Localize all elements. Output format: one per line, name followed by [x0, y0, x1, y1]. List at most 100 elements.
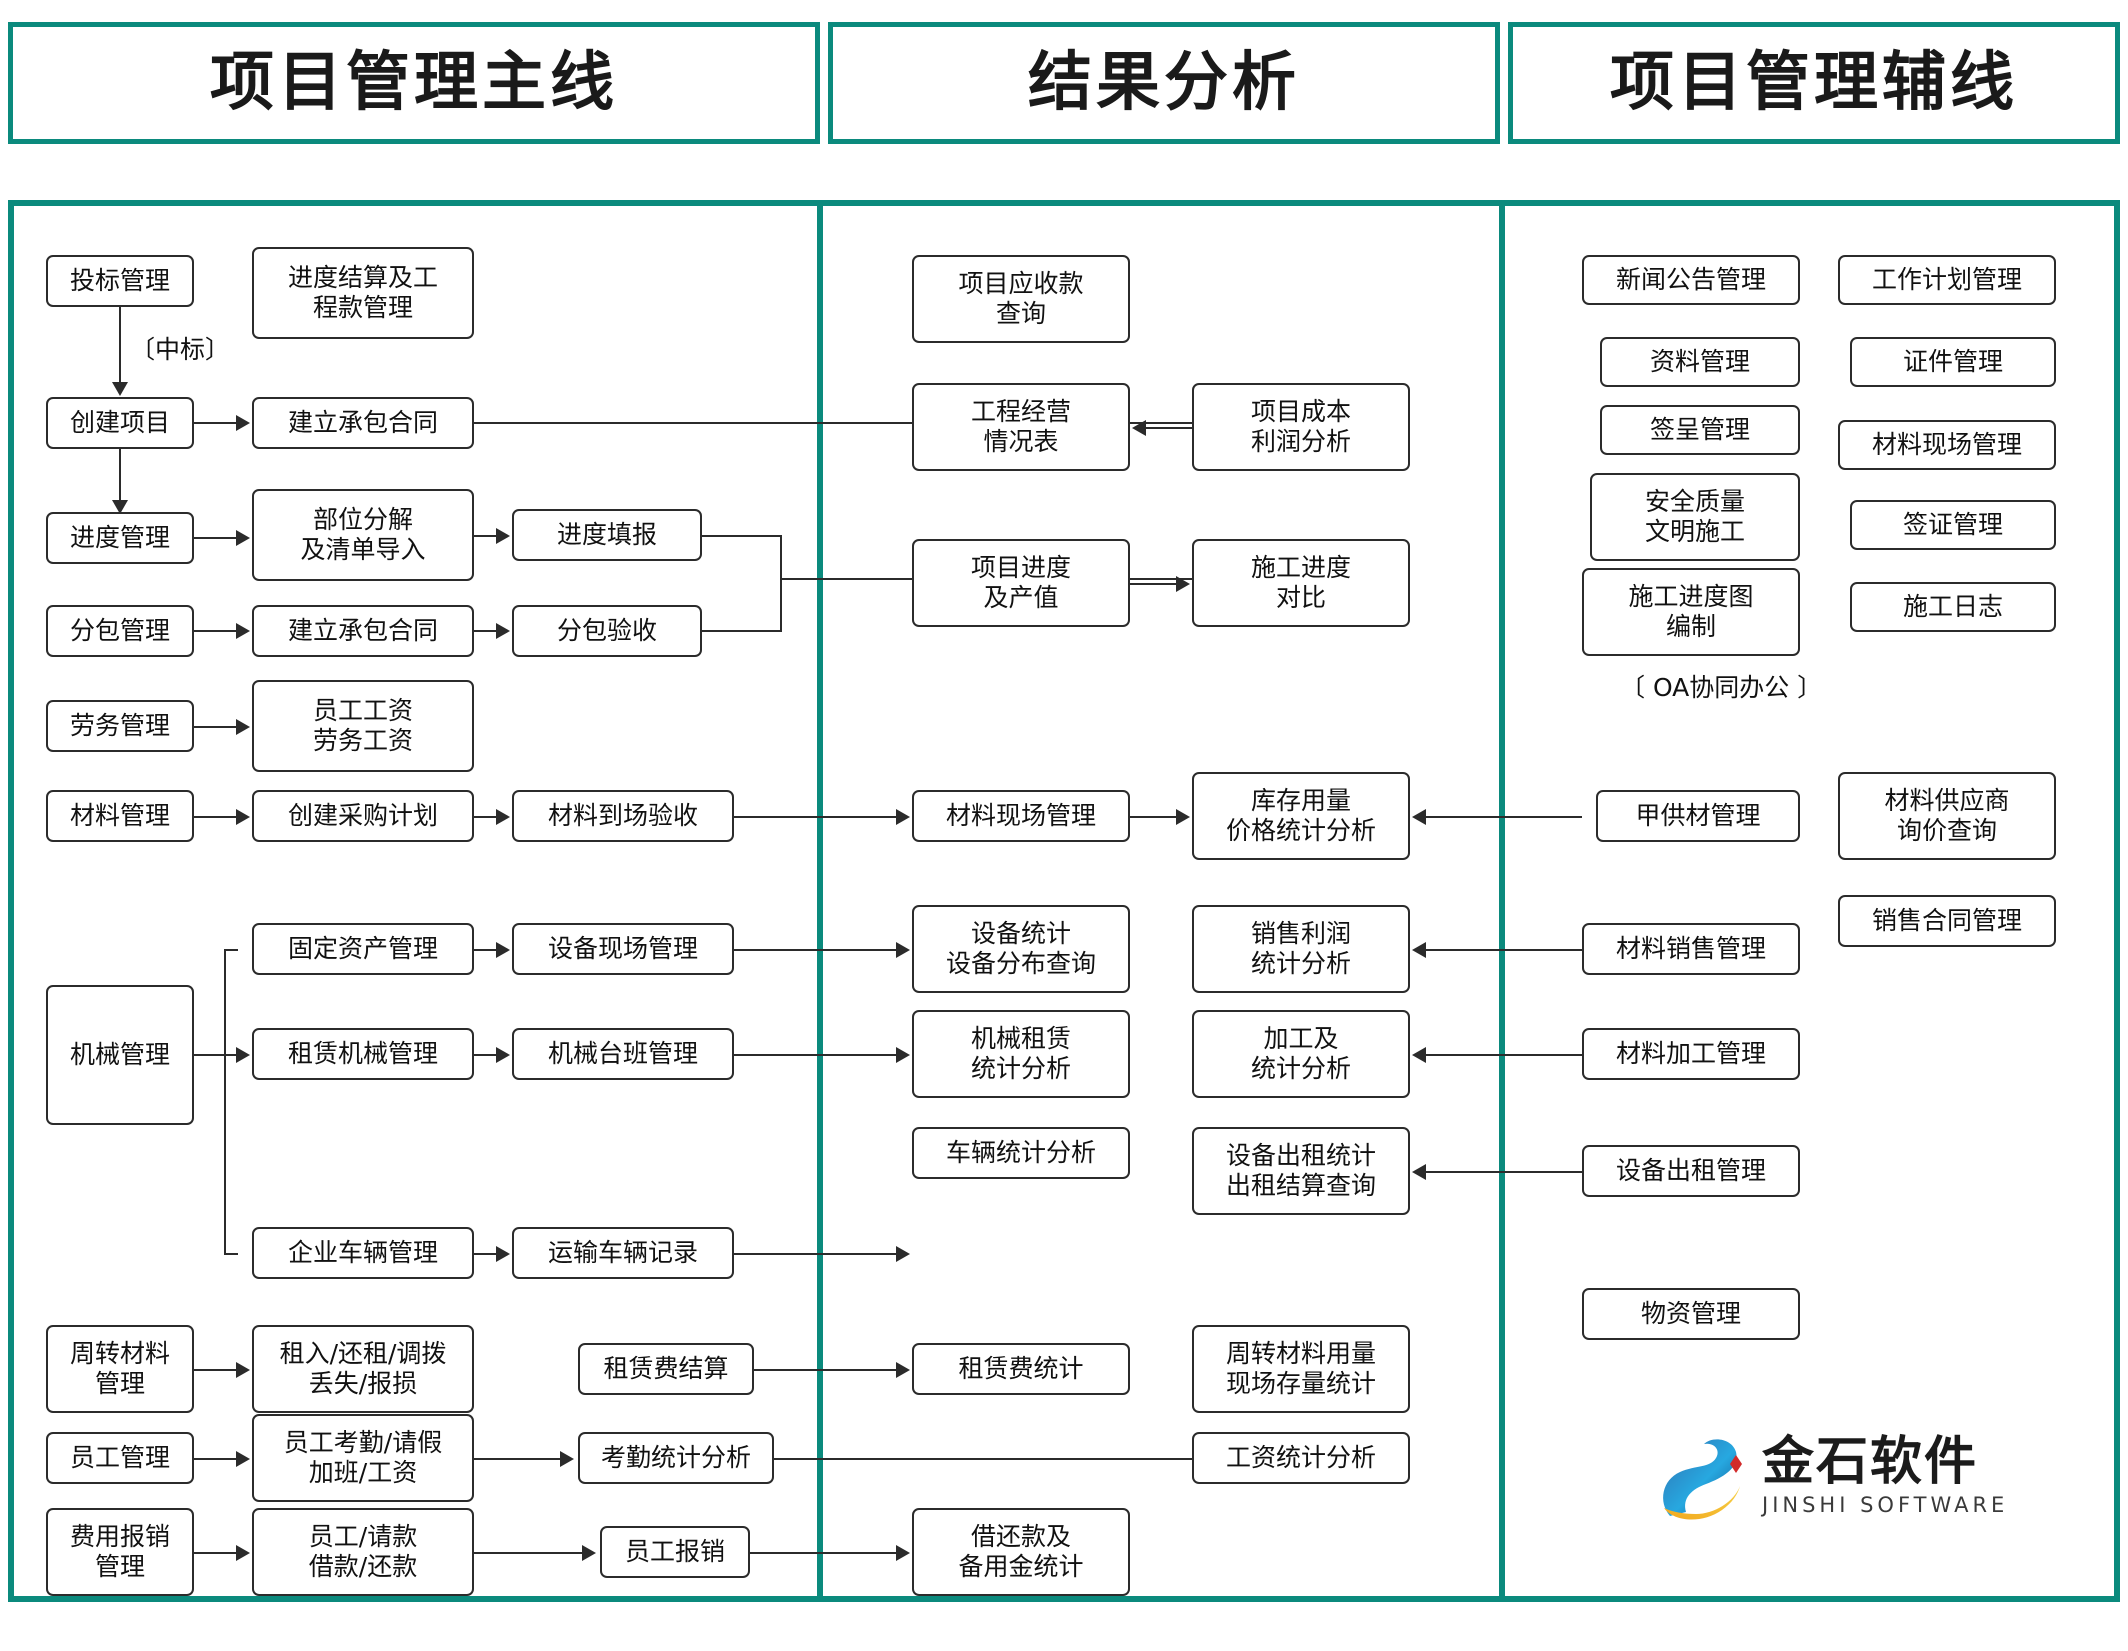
node-machinery-management[interactable]: 机械管理 [46, 985, 194, 1125]
connector-machinery-to-rental [224, 1054, 238, 1056]
connector-acceptance-stub [702, 630, 782, 632]
arrow-labor-to-wage [236, 719, 250, 735]
node-project-cost-profit-analysis[interactable]: 项目成本 利润分析 [1192, 383, 1410, 471]
node-material-arrival-check[interactable]: 材料到场验收 [512, 790, 734, 842]
node-establish-contract-2[interactable]: 建立承包合同 [252, 605, 474, 657]
arrow-turnover-to-rent [236, 1362, 250, 1378]
node-machine-shift-management[interactable]: 机械台班管理 [512, 1028, 734, 1080]
node-processing-statistics-analysis[interactable]: 加工及 统计分析 [1192, 1010, 1410, 1098]
connector-labor-to-wage [194, 726, 238, 728]
node-establish-contract-1[interactable]: 建立承包合同 [252, 397, 474, 449]
node-loan-repay-petty-cash-stats[interactable]: 借还款及 备用金统计 [912, 1508, 1130, 1596]
panel-right-edge [2114, 200, 2120, 1602]
node-equipment-rental-settlement-query[interactable]: 设备出租统计 出租结算查询 [1192, 1127, 1410, 1215]
node-label: 创建项目 [69, 408, 170, 438]
node-progress-report[interactable]: 进度填报 [512, 509, 702, 561]
connector-attendancestats-to-wagestats [774, 1458, 1194, 1460]
node-sales-profit-analysis[interactable]: 销售利润 统计分析 [1192, 905, 1410, 993]
node-label: 材料现场管理 [945, 801, 1096, 831]
node-create-project[interactable]: 创建项目 [46, 397, 194, 449]
panel-left-edge [8, 200, 14, 1602]
node-label: 材料到场验收 [547, 801, 698, 831]
node-turnover-material-management[interactable]: 周转材料 管理 [46, 1325, 194, 1413]
node-material-supplier-quote-query[interactable]: 材料供应商 询价查询 [1838, 772, 2056, 860]
node-subcontract-acceptance[interactable]: 分包验收 [512, 605, 702, 657]
arrow-equipsite-to-equipstats [896, 942, 910, 958]
node-subcontract-management[interactable]: 分包管理 [46, 605, 194, 657]
node-project-progress-output[interactable]: 项目进度 及产值 [912, 539, 1130, 627]
connector-equiprental-to-rentalquery [1426, 1171, 1582, 1173]
node-staff-management[interactable]: 员工管理 [46, 1432, 194, 1484]
arrow-sitemgmt-to-inventory [1176, 809, 1190, 825]
node-construction-log[interactable]: 施工日志 [1850, 582, 2056, 632]
node-label: 工资统计分析 [1225, 1443, 1376, 1473]
node-rental-fee-settlement[interactable]: 租赁费结算 [578, 1343, 754, 1395]
node-equipment-stats-distribution[interactable]: 设备统计 设备分布查询 [912, 905, 1130, 993]
arrow-attendance-to-attendancestats [560, 1451, 574, 1467]
node-label: 租赁费统计 [958, 1354, 1084, 1384]
node-label: 库存用量 价格统计分析 [1225, 786, 1376, 845]
node-owner-supplied-material-management[interactable]: 甲供材管理 [1596, 790, 1800, 842]
node-label: 建立承包合同 [287, 616, 438, 646]
node-supplies-management[interactable]: 物资管理 [1582, 1288, 1800, 1340]
node-material-site-management-aux[interactable]: 材料现场管理 [1838, 420, 2056, 470]
header-aux-line-title: 项目管理辅线 [1610, 45, 2018, 120]
node-staff-request-loan-repay[interactable]: 员工/请款 借款/还款 [252, 1508, 474, 1596]
node-sales-contract-management[interactable]: 销售合同管理 [1838, 895, 2056, 947]
company-logo: 金石软件 JINSHI SOFTWARE [1652, 1428, 2008, 1524]
header-result-analysis: 结果分析 [828, 22, 1500, 144]
node-label: 借还款及 备用金统计 [958, 1522, 1084, 1581]
node-rented-machinery-management[interactable]: 租赁机械管理 [252, 1028, 474, 1080]
node-progress-settlement[interactable]: 进度结算及工 程款管理 [252, 247, 474, 339]
node-construction-schedule-chart[interactable]: 施工进度图 编制 [1582, 568, 1800, 656]
node-inventory-price-analysis[interactable]: 库存用量 价格统计分析 [1192, 772, 1410, 860]
node-attendance-statistics[interactable]: 考勤统计分析 [578, 1432, 774, 1484]
node-label: 部位分解 及清单导入 [300, 505, 426, 564]
node-vehicle-statistics-analysis[interactable]: 车辆统计分析 [912, 1127, 1130, 1179]
node-document-management[interactable]: 资料管理 [1600, 337, 1800, 387]
arrow-materialprocess-to-processing [1412, 1047, 1426, 1063]
node-visa-management[interactable]: 签证管理 [1850, 500, 2056, 550]
node-part-decompose-import[interactable]: 部位分解 及清单导入 [252, 489, 474, 581]
node-bid-management[interactable]: 投标管理 [46, 255, 194, 307]
node-material-sales-management[interactable]: 材料销售管理 [1582, 923, 1800, 975]
node-label: 员工管理 [69, 1443, 170, 1473]
node-machinery-rental-analysis[interactable]: 机械租赁 统计分析 [912, 1010, 1130, 1098]
node-material-management[interactable]: 材料管理 [46, 790, 194, 842]
node-equipment-site-management[interactable]: 设备现场管理 [512, 923, 734, 975]
node-certificate-management[interactable]: 证件管理 [1850, 337, 2056, 387]
node-rental-fee-statistics[interactable]: 租赁费统计 [912, 1343, 1130, 1395]
node-project-receivable-query[interactable]: 项目应收款 查询 [912, 255, 1130, 343]
node-label: 进度填报 [556, 520, 657, 550]
node-construction-progress-compare[interactable]: 施工进度 对比 [1192, 539, 1410, 627]
node-equipment-rental-management[interactable]: 设备出租管理 [1582, 1145, 1800, 1197]
node-expense-reimbursement-management[interactable]: 费用报销 管理 [46, 1508, 194, 1596]
node-staff-labor-wage[interactable]: 员工工资 劳务工资 [252, 680, 474, 772]
node-create-purchase-plan[interactable]: 创建采购计划 [252, 790, 474, 842]
node-attendance-leave-overtime-wage[interactable]: 员工考勤/请假 加班/工资 [252, 1414, 474, 1502]
arrow-contract-to-acceptance [496, 623, 510, 639]
connector-fixedasset-to-equipsite [474, 949, 498, 951]
node-fixed-asset-management[interactable]: 固定资产管理 [252, 923, 474, 975]
node-progress-management[interactable]: 进度管理 [46, 512, 194, 564]
node-label: 租赁机械管理 [287, 1039, 438, 1069]
node-labor-management[interactable]: 劳务管理 [46, 700, 194, 752]
node-business-situation-table[interactable]: 工程经营 情况表 [912, 383, 1130, 471]
node-work-plan-management[interactable]: 工作计划管理 [1838, 255, 2056, 305]
node-rent-return-transfer-loss[interactable]: 租入/还租/调拨 丢失/报损 [252, 1325, 474, 1413]
connector-decompose-to-report [474, 535, 498, 537]
node-approval-management[interactable]: 签呈管理 [1600, 405, 1800, 455]
node-label: 机械租赁 统计分析 [970, 1024, 1071, 1083]
node-wage-statistics-analysis[interactable]: 工资统计分析 [1192, 1432, 1410, 1484]
node-turnover-material-usage-stock[interactable]: 周转材料用量 现场存量统计 [1192, 1325, 1410, 1413]
node-transport-vehicle-record[interactable]: 运输车辆记录 [512, 1227, 734, 1279]
node-label: 租入/还租/调拨 丢失/报损 [279, 1339, 447, 1398]
node-safety-quality-civilized-construction[interactable]: 安全质量 文明施工 [1590, 473, 1800, 561]
node-staff-reimbursement[interactable]: 员工报销 [600, 1526, 750, 1578]
header-main-line-title: 项目管理主线 [210, 45, 618, 120]
node-company-vehicle-management[interactable]: 企业车辆管理 [252, 1227, 474, 1279]
node-material-site-management-analysis[interactable]: 材料现场管理 [912, 790, 1130, 842]
node-news-bulletin-management[interactable]: 新闻公告管理 [1582, 255, 1800, 305]
node-label: 固定资产管理 [287, 934, 438, 964]
node-material-processing-management[interactable]: 材料加工管理 [1582, 1028, 1800, 1080]
